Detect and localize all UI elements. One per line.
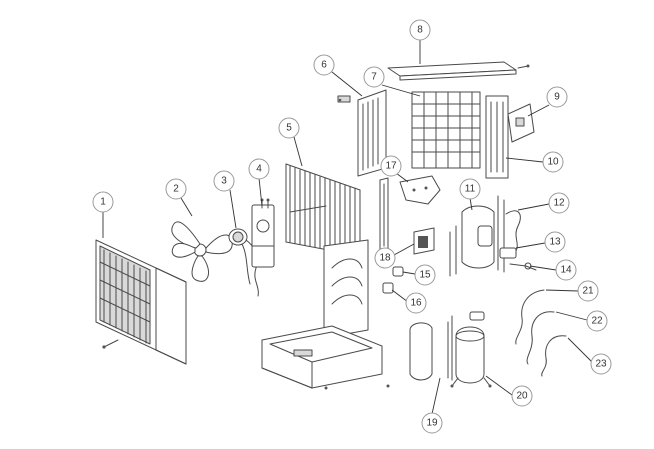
callout-4: 4	[248, 158, 270, 180]
callout-label-14: 14	[560, 265, 572, 276]
callout-2: 2	[165, 178, 187, 200]
part-base-pan	[261, 325, 390, 390]
callout-8: 8	[409, 19, 431, 41]
part-fan-blade	[171, 221, 233, 282]
callout-23: 23	[590, 353, 612, 375]
part-valve-assembly	[449, 195, 537, 277]
callout-14: 14	[555, 259, 577, 281]
part-condenser-coil	[285, 163, 361, 257]
callout-19: 19	[421, 412, 443, 434]
part-control-box	[507, 103, 535, 143]
part-electrical-board	[413, 227, 435, 255]
part-tube-22	[526, 311, 555, 365]
callout-label-7: 7	[371, 72, 377, 83]
part-top-cover	[387, 61, 530, 81]
callout-12: 12	[548, 192, 570, 214]
callout-label-15: 15	[419, 270, 431, 281]
callout-16: 16	[405, 292, 427, 314]
callout-3: 3	[213, 170, 235, 192]
callout-21: 21	[577, 280, 599, 302]
part-middle-panel	[323, 177, 389, 339]
callout-6: 6	[313, 54, 335, 76]
callout-label-23: 23	[595, 359, 607, 370]
callout-label-2: 2	[173, 184, 179, 195]
callout-15: 15	[414, 264, 436, 286]
callout-11: 11	[459, 178, 481, 200]
callout-label-1: 1	[100, 197, 106, 208]
part-partition-plate	[399, 175, 441, 205]
callout-label-12: 12	[553, 198, 565, 209]
part-tube-23	[541, 335, 567, 377]
callout-label-19: 19	[426, 418, 438, 429]
callout-17: 17	[380, 155, 402, 177]
callout-18: 18	[374, 247, 396, 269]
callout-label-18: 18	[379, 253, 391, 264]
callout-5: 5	[278, 117, 300, 139]
callout-label-21: 21	[582, 286, 594, 297]
callout-10: 10	[542, 151, 564, 173]
callout-label-17: 17	[385, 161, 397, 172]
callout-label-10: 10	[547, 157, 559, 168]
part-compressor	[409, 311, 492, 388]
callout-7: 7	[363, 66, 385, 88]
part-rear-coil	[411, 91, 481, 169]
callout-20: 20	[511, 385, 533, 407]
callout-1: 1	[92, 191, 114, 213]
part-right-panel	[485, 95, 509, 179]
callout-label-9: 9	[554, 92, 560, 103]
callout-label-13: 13	[549, 237, 561, 248]
callout-label-6: 6	[321, 60, 327, 71]
part-fitting-15	[392, 266, 404, 277]
callout-label-8: 8	[417, 25, 423, 36]
callout-9: 9	[546, 86, 568, 108]
callout-label-22: 22	[591, 316, 603, 327]
callout-label-11: 11	[465, 184, 476, 195]
part-front-grille	[95, 239, 187, 365]
callout-label-20: 20	[516, 391, 528, 402]
callout-label-5: 5	[286, 123, 292, 134]
callout-22: 22	[586, 310, 608, 332]
callout-label-16: 16	[410, 298, 422, 309]
callout-label-3: 3	[221, 176, 227, 187]
part-side-panel	[337, 89, 387, 177]
part-motor-bracket	[251, 198, 275, 268]
callout-label-4: 4	[256, 164, 262, 175]
leader-lines	[102, 39, 593, 415]
callout-13: 13	[544, 231, 566, 253]
part-fitting-16	[382, 282, 394, 294]
part-tube-21	[515, 289, 545, 345]
